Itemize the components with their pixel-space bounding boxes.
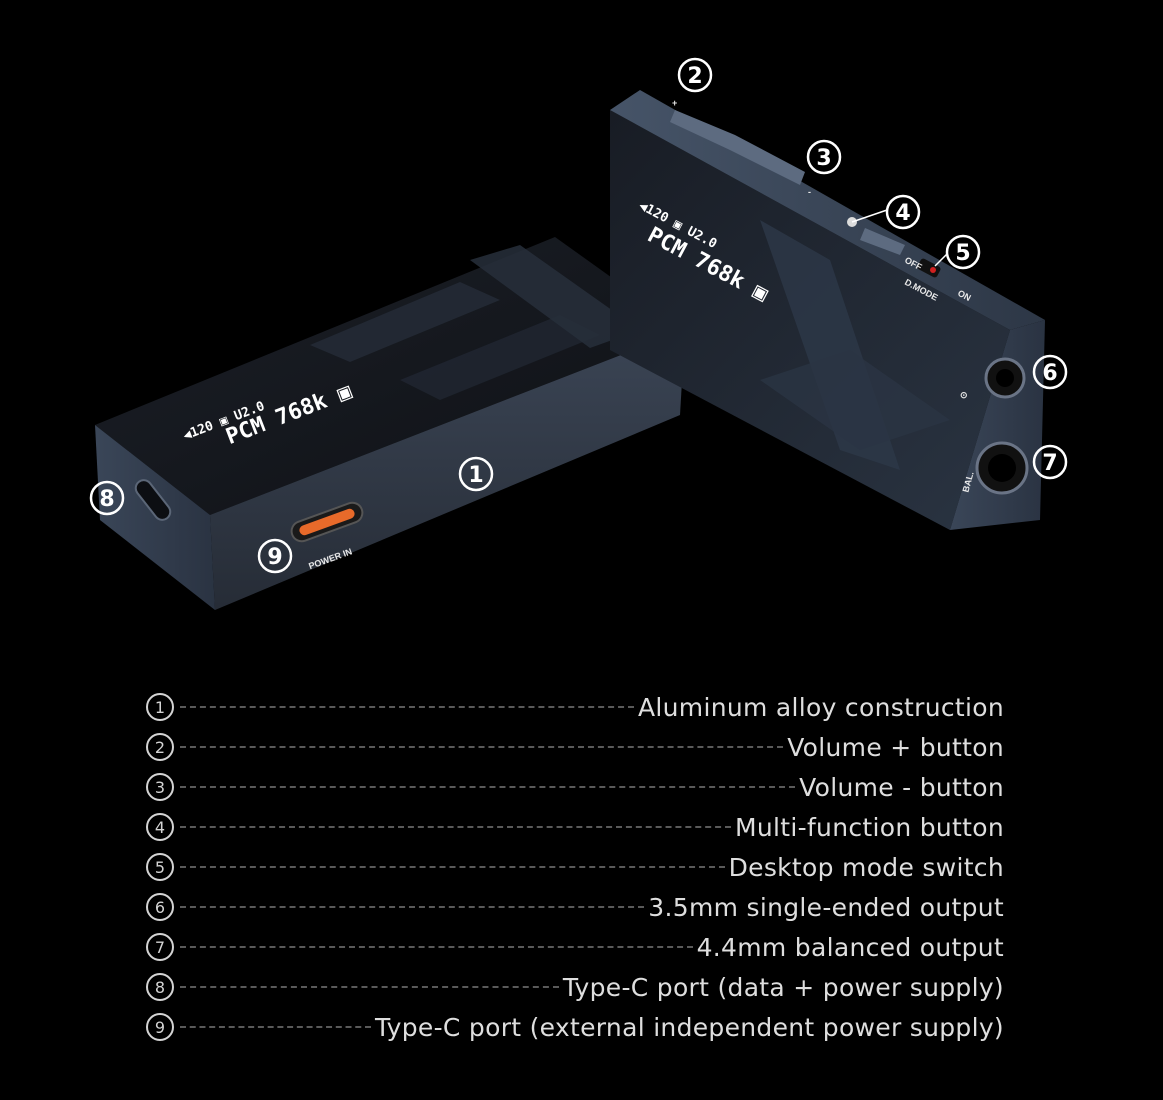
callout-1-label: 1 — [468, 463, 483, 488]
legend-row-8: 8 Type-C port (data + power supply) — [146, 970, 1004, 1004]
right-device-facet-2 — [760, 350, 950, 450]
legend-number: 9 — [146, 1013, 174, 1041]
legend-number: 6 — [146, 893, 174, 921]
left-device-facet-2 — [400, 315, 600, 400]
callout-4-label: 4 — [895, 201, 910, 226]
legend-leader-line — [180, 986, 559, 988]
callout-3-label: 3 — [816, 146, 831, 171]
legend-text: 4.4mm balanced output — [696, 932, 1004, 962]
desktop-mode-switch — [917, 258, 941, 278]
legend-text: 3.5mm single-ended output — [648, 892, 1004, 922]
legend-row-6: 6 3.5mm single-ended output — [146, 890, 1004, 924]
legend-text: Volume + button — [787, 732, 1004, 762]
legend-leader-line — [180, 706, 634, 708]
legend-leader-line — [180, 826, 732, 828]
callout-7: 7 — [1032, 444, 1068, 480]
legend-text: Aluminum alloy construction — [638, 692, 1004, 722]
legend-row-4: 4 Multi-function button — [146, 810, 1004, 844]
legend-leader-line — [180, 786, 796, 788]
callout-6-label: 6 — [1042, 361, 1057, 386]
legend-leader-line — [180, 906, 645, 908]
legend-leader-line — [180, 1026, 371, 1028]
legend-text: Multi-function button — [735, 812, 1004, 842]
legend-number: 4 — [146, 813, 174, 841]
left-device: ◀120 ▣ U2.0 PCM 768k ▣ POWER IN — [95, 237, 685, 610]
callout-7-label: 7 — [1042, 451, 1057, 476]
callout-8-label: 8 — [99, 487, 114, 512]
legend-row-2: 2 Volume + button — [146, 730, 1004, 764]
callout-1: 1 — [458, 456, 494, 492]
legend-number: 3 — [146, 773, 174, 801]
type-c-data-port — [134, 479, 172, 521]
legend-number: 7 — [146, 933, 174, 961]
legend-text: Volume - button — [799, 772, 1004, 802]
jack-4-4mm-hole — [988, 454, 1016, 482]
callout-2-label: 2 — [687, 64, 702, 89]
left-device-side — [210, 330, 685, 610]
legend-number: 1 — [146, 693, 174, 721]
legend-text: Type-C port (data + power supply) — [562, 972, 1004, 1002]
legend-leader-line — [180, 946, 693, 948]
left-device-end — [95, 425, 215, 610]
left-device-facet-3 — [470, 245, 640, 348]
jack-3-5mm-hole — [996, 369, 1014, 387]
legend-number: 8 — [146, 973, 174, 1001]
legend-row-7: 7 4.4mm balanced output — [146, 930, 1004, 964]
desktop-mode-indicator — [930, 267, 936, 273]
legend-row-9: 9 Type-C port (external independent powe… — [146, 1010, 1004, 1044]
left-device-facet — [310, 282, 500, 362]
product-illustration: ◀120 ▣ U2.0 PCM 768k ▣ POWER IN ◀120 ▣ U… — [89, 57, 1068, 610]
legend-leader-line — [180, 866, 725, 868]
minus-label: - — [808, 187, 811, 197]
volume-rocker — [670, 110, 805, 185]
single-ended-label: ⊙ — [960, 390, 968, 400]
multi-function-button — [860, 228, 905, 255]
callout-5-label: 5 — [955, 241, 970, 266]
legend-text: Desktop mode switch — [728, 852, 1004, 882]
legend-row-1: 1 Aluminum alloy construction — [146, 690, 1004, 724]
callout-5: 5 — [934, 234, 981, 270]
legend-row-5: 5 Desktop mode switch — [146, 850, 1004, 884]
legend-number: 5 — [146, 853, 174, 881]
legend-text: Type-C port (external independent power … — [374, 1012, 1004, 1042]
callout-2: 2 — [677, 57, 713, 93]
right-device: ◀120 ▣ U2.0 PCM 768k ▣ + - OFF D.MODE ON… — [610, 90, 1045, 530]
callout-6: 6 — [1032, 354, 1068, 390]
callout-8: 8 — [89, 480, 125, 516]
product-svg: ◀120 ▣ U2.0 PCM 768k ▣ POWER IN ◀120 ▣ U… — [89, 57, 1068, 610]
callout-9-label: 9 — [267, 545, 282, 570]
callout-4: 4 — [851, 194, 921, 230]
legend-leader-line — [180, 746, 784, 748]
type-c-power-port-accent — [299, 508, 355, 536]
plus-label: + — [672, 98, 677, 108]
legend-number: 2 — [146, 733, 174, 761]
callout-3: 3 — [806, 139, 842, 175]
legend-row-3: 3 Volume - button — [146, 770, 1004, 804]
callout-9: 9 — [257, 538, 293, 574]
